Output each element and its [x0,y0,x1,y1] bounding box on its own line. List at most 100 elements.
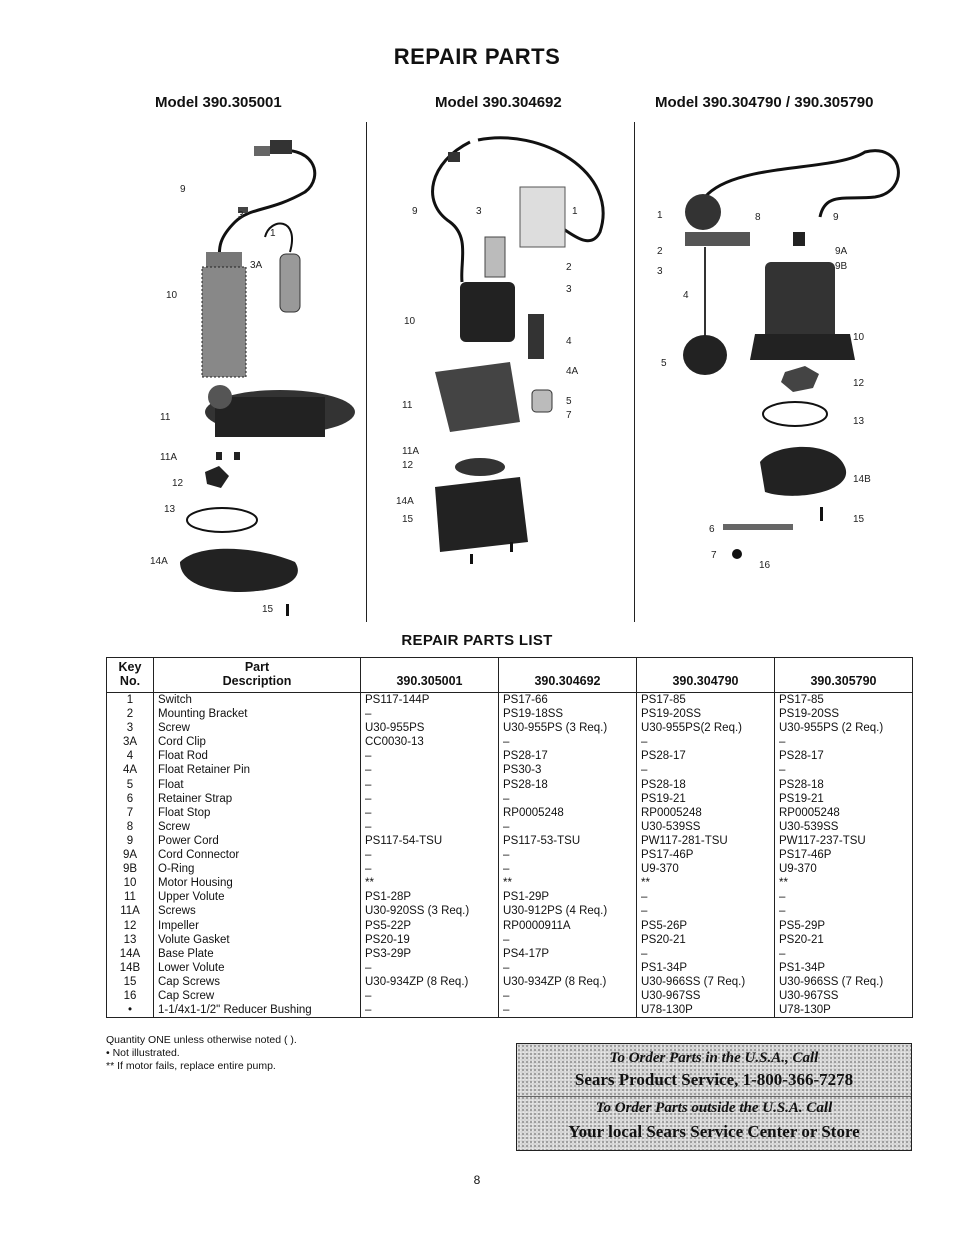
screw-shape [216,452,222,460]
table-cell-m4: U9-370 [774,862,913,877]
cap-screw-shape [470,554,473,564]
callout-label: 13 [164,504,176,515]
callout-label: 1 [270,228,276,239]
table-cell-m1: – [360,960,499,975]
order-box-divider [517,1096,911,1097]
table-cell-m4: U30-966SS (7 Req.) [774,974,913,989]
callout-label: 10 [853,332,865,343]
callout-label: 2 [566,262,572,273]
table-cell-m2: RP0005248 [498,805,637,820]
callout-label: 2 [657,246,663,257]
pump-diagram-svg: 9 3 1 2 3 4 4A 10 5 7 11 11A 12 14A 15 [396,136,605,564]
table-cell-key: 2 [106,707,154,722]
table-cell-m1: PS1-28P [360,890,499,905]
pump-diagram-svg: 9 3 1 3A 10 11 11A 12 13 14A 15 [150,140,355,616]
parts-list-title: REPAIR PARTS LIST [401,632,553,649]
table-cell-m1: – [360,749,499,764]
table-cell-m4: U30-955PS (2 Req.) [774,721,913,736]
callout-label: 4A [566,366,579,377]
switch-cord-shape [264,222,293,253]
exploded-diagram-390-305001: 9 3 1 3A 10 11 11A 12 13 14A 15 [140,122,360,622]
table-cell-key: 14A [106,946,154,961]
table-cell-key: 9B [106,862,154,877]
mounting-bracket-shape [484,236,506,278]
callout-label: 8 [755,212,761,223]
table-cell-desc: Float Rod [153,749,361,764]
table-cell-m4: – [774,890,913,905]
table-cell-m3: U9-370 [636,862,775,877]
table-cell-m4: U30-539SS [774,819,913,834]
table-cell-m4: PS17-85 [774,692,913,708]
callout-label: 6 [709,524,715,535]
table-cell-m3: PS28-17 [636,749,775,764]
table-cell-m4: – [774,904,913,919]
table-cell-m3: U30-539SS [636,819,775,834]
table-cell-m2: U30-934ZP (8 Req.) [498,974,637,989]
table-cell-m1: PS5-22P [360,918,499,933]
table-cell-key: 9A [106,848,154,863]
switch-housing-shape [519,186,566,248]
table-cell-m3: PW117-281-TSU [636,833,775,849]
callout-label: 15 [853,514,865,525]
callout-label: 10 [404,316,416,327]
table-header-row: Key No. Part Description 390.305001 390.… [106,657,913,693]
table-cell-m4: – [774,946,913,961]
table-cell-m4: RP0005248 [774,805,913,820]
table-cell-m3: U30-966SS (7 Req.) [636,974,775,989]
table-cell-m2: – [498,862,637,877]
table-cell-m2: PS4-17P [498,946,637,961]
note-not-illustrated: • Not illustrated. [106,1047,180,1059]
plug-shape [270,140,292,154]
volute-hub [208,385,232,409]
table-cell-m2: – [498,932,637,947]
table-cell-desc: Screw [153,819,361,834]
plug-shape [448,152,460,162]
table-cell-m2: PS28-17 [498,749,637,764]
table-cell-key: 11 [106,890,154,905]
callout-label: 14B [853,474,871,485]
table-cell-m2: PS28-18 [498,777,637,792]
motor-housing-shape [202,267,246,377]
table-cell-desc: Power Cord [153,833,361,849]
cord-connector-shape [793,232,805,246]
callout-label: 3A [250,260,263,271]
table-cell-key: 4A [106,763,154,778]
order-line-sears-phone: Sears Product Service, 1-800-366-7278 [574,1070,854,1089]
impeller-shape [455,458,505,476]
table-cell-m4: – [774,763,913,778]
table-cell-desc: Cap Screws [153,974,361,989]
table-cell-key: 3A [106,735,154,750]
table-cell-desc: Mounting Bracket [153,707,361,722]
table-cell-m3: – [636,904,775,919]
table-cell-m3: U30-955PS(2 Req.) [636,721,775,736]
retainer-strap-shape [723,524,793,530]
callout-label: 5 [566,396,572,407]
header-desc-line2: Description [222,674,292,688]
table-cell-m2: PS17-66 [498,692,637,708]
header-model-390-305001: 390.305001 [360,657,499,693]
callout-label: 5 [661,358,667,369]
table-cell-m3: PS17-46P [636,848,775,863]
motor-housing-grid [201,266,247,378]
table-cell-m1: – [360,1003,499,1019]
table-cell-m1: – [360,707,499,722]
table-cell-m3: – [636,890,775,905]
exploded-diagram-390-304692: 9 3 1 2 3 4 4A 10 5 7 11 11A 12 14A 15 [390,122,630,622]
motor-cap-shape [206,252,242,270]
table-cell-m1: – [360,805,499,820]
screw-shape [234,452,240,460]
note-motor-replace: ** If motor fails, replace entire pump. [106,1060,276,1072]
table-cell-m4: PS19-20SS [774,707,913,722]
repair-parts-table: Key No. Part Description 390.305001 390.… [106,657,913,1019]
table-cell-desc: Screws [153,904,361,919]
switch-cord-shape [477,136,605,243]
float-stop-shape [732,549,742,559]
table-cell-m4: PS19-21 [774,791,913,806]
float-shape [531,389,553,413]
